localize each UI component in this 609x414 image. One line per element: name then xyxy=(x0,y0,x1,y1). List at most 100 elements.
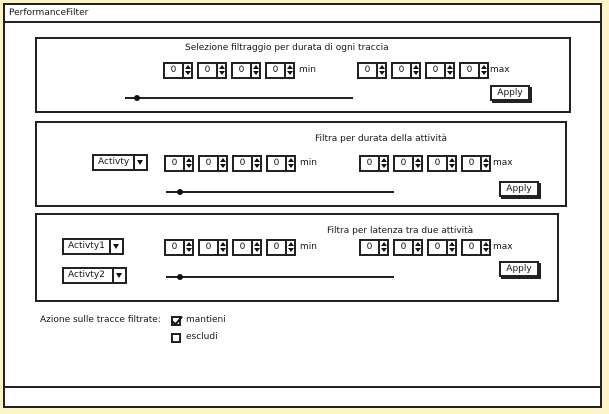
activity1-select[interactable]: Activty1 xyxy=(62,238,124,255)
trace-duration-panel: Selezione filtraggio per durata di ogni … xyxy=(35,37,571,113)
spinner-arrows-icon[interactable] xyxy=(182,64,193,77)
latency-title: Filtra per latenza tra due attività xyxy=(327,226,474,236)
trace-max-label: max xyxy=(490,65,510,75)
spinner-arrows-icon[interactable] xyxy=(217,241,228,254)
latency-min-label: min xyxy=(300,242,317,252)
status-bar-divider xyxy=(5,386,600,388)
activity2-select[interactable]: Activty2 xyxy=(62,267,127,284)
activity-apply-button[interactable]: Apply xyxy=(499,181,539,197)
activity-min-spinner-3[interactable]: 0 xyxy=(232,155,262,172)
spinner-value: 0 xyxy=(272,65,279,75)
spinner-value: 0 xyxy=(205,158,212,168)
spinner-value: 0 xyxy=(400,158,407,168)
latency-max-spinner-2[interactable]: 0 xyxy=(393,239,423,256)
spinner-arrows-icon[interactable] xyxy=(480,241,491,254)
checkmark-icon xyxy=(171,313,183,326)
spinner-arrows-icon[interactable] xyxy=(444,64,455,77)
exclude-checkbox[interactable] xyxy=(171,333,181,343)
spinner-arrows-icon[interactable] xyxy=(376,64,387,77)
spinner-value: 0 xyxy=(468,158,475,168)
trace-range-slider-track[interactable] xyxy=(125,97,353,99)
spinner-value: 0 xyxy=(398,65,405,75)
activity-max-spinner-1[interactable]: 0 xyxy=(359,155,389,172)
keep-label: mantieni xyxy=(186,315,226,325)
activity-range-slider-track[interactable] xyxy=(166,191,394,193)
latency-max-spinner-3[interactable]: 0 xyxy=(427,239,457,256)
keep-checkbox[interactable] xyxy=(171,313,183,326)
spinner-value: 0 xyxy=(432,65,439,75)
trace-range-slider-handle[interactable] xyxy=(134,95,140,101)
spinner-value: 0 xyxy=(171,242,178,252)
latency-apply-button[interactable]: Apply xyxy=(499,261,539,277)
trace-min-spinner-2[interactable]: 0 xyxy=(197,62,227,79)
trace-min-spinner-1[interactable]: 0 xyxy=(163,62,193,79)
spinner-arrows-icon[interactable] xyxy=(412,241,423,254)
spinner-arrows-icon[interactable] xyxy=(183,157,194,170)
spinner-value: 0 xyxy=(434,242,441,252)
activity-duration-panel: Filtra per durata della attività Activty… xyxy=(35,121,567,207)
activity1-select-value: Activty1 xyxy=(68,241,105,251)
latency-range-slider-handle[interactable] xyxy=(177,274,183,280)
spinner-value: 0 xyxy=(273,242,280,252)
spinner-arrows-icon[interactable] xyxy=(250,64,261,77)
spinner-arrows-icon[interactable] xyxy=(217,157,228,170)
spinner-value: 0 xyxy=(366,158,373,168)
spinner-value: 0 xyxy=(204,65,211,75)
latency-panel: Filtra per latenza tra due attività Acti… xyxy=(35,213,559,302)
chevron-down-icon[interactable] xyxy=(109,240,122,253)
spinner-arrows-icon[interactable] xyxy=(378,157,389,170)
activity-select-value: Activty xyxy=(98,157,130,167)
spinner-arrows-icon[interactable] xyxy=(251,241,262,254)
spinner-arrows-icon[interactable] xyxy=(480,157,491,170)
trace-min-spinner-4[interactable]: 0 xyxy=(265,62,295,79)
spinner-value: 0 xyxy=(466,65,473,75)
latency-max-spinner-1[interactable]: 0 xyxy=(359,239,389,256)
latency-range-slider-track[interactable] xyxy=(166,276,394,278)
chevron-down-icon[interactable] xyxy=(133,156,146,169)
trace-max-spinner-3[interactable]: 0 xyxy=(425,62,455,79)
spinner-value: 0 xyxy=(239,158,246,168)
window-title: PerformanceFilter xyxy=(5,5,600,23)
spinner-arrows-icon[interactable] xyxy=(183,241,194,254)
spinner-value: 0 xyxy=(364,65,371,75)
trace-max-spinner-2[interactable]: 0 xyxy=(391,62,421,79)
latency-min-spinner-2[interactable]: 0 xyxy=(198,239,228,256)
spinner-arrows-icon[interactable] xyxy=(446,241,457,254)
spinner-arrows-icon[interactable] xyxy=(412,157,423,170)
spinner-arrows-icon[interactable] xyxy=(216,64,227,77)
latency-max-label: max xyxy=(493,242,513,252)
latency-min-spinner-4[interactable]: 0 xyxy=(266,239,296,256)
activity-min-spinner-1[interactable]: 0 xyxy=(164,155,194,172)
latency-min-spinner-1[interactable]: 0 xyxy=(164,239,194,256)
spinner-value: 0 xyxy=(239,242,246,252)
spinner-value: 0 xyxy=(434,158,441,168)
chevron-down-icon[interactable] xyxy=(112,269,125,282)
spinner-arrows-icon[interactable] xyxy=(285,241,296,254)
activity-min-spinner-4[interactable]: 0 xyxy=(266,155,296,172)
spinner-arrows-icon[interactable] xyxy=(285,157,296,170)
activity-max-spinner-4[interactable]: 0 xyxy=(461,155,491,172)
activity2-select-value: Activty2 xyxy=(68,270,105,280)
spinner-value: 0 xyxy=(468,242,475,252)
spinner-arrows-icon[interactable] xyxy=(446,157,457,170)
trace-apply-button[interactable]: Apply xyxy=(490,85,530,101)
activity-min-label: min xyxy=(300,158,317,168)
activity-range-slider-handle[interactable] xyxy=(177,189,183,195)
activity-max-label: max xyxy=(493,158,513,168)
spinner-arrows-icon[interactable] xyxy=(410,64,421,77)
latency-min-spinner-3[interactable]: 0 xyxy=(232,239,262,256)
spinner-arrows-icon[interactable] xyxy=(478,64,489,77)
trace-min-spinner-3[interactable]: 0 xyxy=(231,62,261,79)
activity-duration-title: Filtra per durata della attività xyxy=(315,134,448,144)
trace-max-spinner-4[interactable]: 0 xyxy=(459,62,489,79)
spinner-arrows-icon[interactable] xyxy=(378,241,389,254)
activity-max-spinner-2[interactable]: 0 xyxy=(393,155,423,172)
spinner-arrows-icon[interactable] xyxy=(284,64,295,77)
spinner-arrows-icon[interactable] xyxy=(251,157,262,170)
activity-max-spinner-3[interactable]: 0 xyxy=(427,155,457,172)
activity-min-spinner-2[interactable]: 0 xyxy=(198,155,228,172)
activity-select[interactable]: Activty xyxy=(92,154,148,171)
trace-max-spinner-1[interactable]: 0 xyxy=(357,62,387,79)
latency-max-spinner-4[interactable]: 0 xyxy=(461,239,491,256)
spinner-value: 0 xyxy=(170,65,177,75)
